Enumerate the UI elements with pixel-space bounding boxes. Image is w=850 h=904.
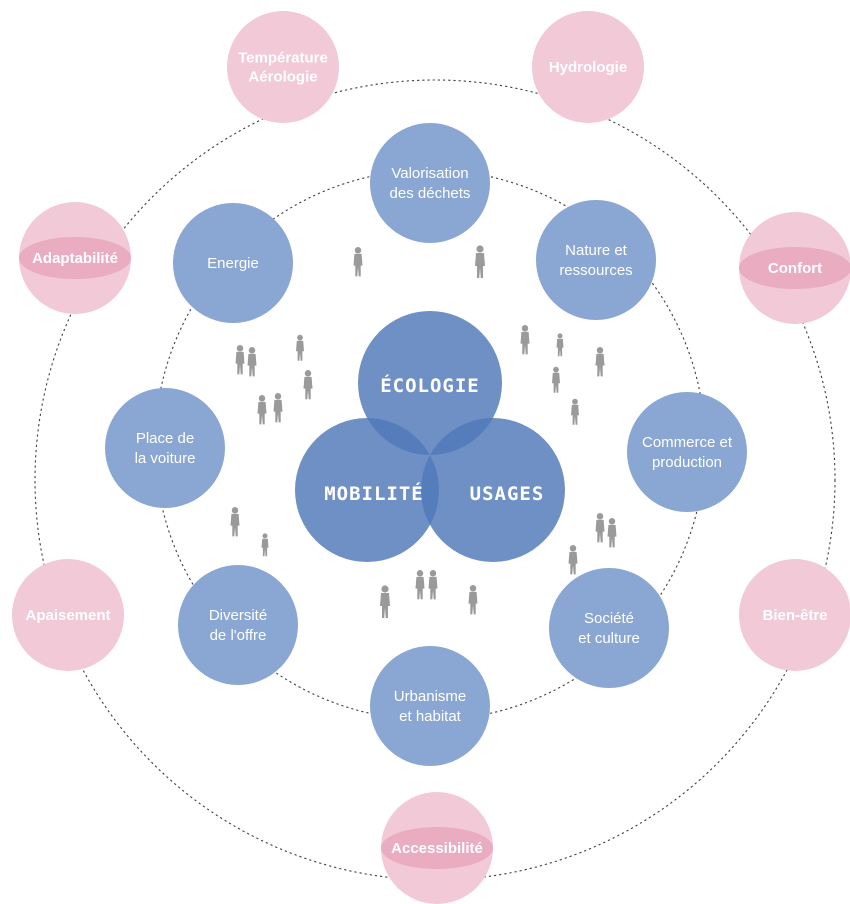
inner-node-label: la voiture <box>135 450 196 467</box>
outer-node: Apaisement <box>12 559 124 671</box>
person-silhouette <box>595 513 605 543</box>
outer-node-label: Adaptabilité <box>32 250 118 267</box>
inner-node-circle <box>627 392 747 512</box>
core-label-usages: USAGES <box>470 483 545 505</box>
person-silhouette <box>552 366 560 393</box>
outer-node: Adaptabilité <box>19 202 131 314</box>
inner-node-circle <box>178 565 298 685</box>
core-circle-usages <box>421 418 565 562</box>
inner-node-label: Commerce et <box>642 434 733 451</box>
outer-node: Bien-être <box>739 559 850 671</box>
core-venn: ÉCOLOGIE MOBILITÉ USAGES <box>295 311 565 562</box>
person-silhouette <box>296 334 304 361</box>
core-label-ecologie: ÉCOLOGIE <box>380 374 480 397</box>
outer-node: Confort <box>739 212 850 324</box>
inner-node: Diversité de l'offre <box>178 565 298 685</box>
inner-node-circle <box>105 388 225 508</box>
inner-node-circle <box>549 568 669 688</box>
inner-node-label: des déchets <box>390 185 471 202</box>
inner-node: Urbanisme et habitat <box>370 646 490 766</box>
inner-node-circle <box>173 203 293 323</box>
inner-node: Valorisation des déchets <box>370 123 490 243</box>
inner-node-label: production <box>652 454 722 471</box>
inner-node-label: de l'offre <box>210 627 267 644</box>
person-silhouette <box>415 570 425 600</box>
inner-node-circle <box>536 200 656 320</box>
core-label-mobilite: MOBILITÉ <box>324 482 424 505</box>
inner-node: Société et culture <box>549 568 669 688</box>
person-silhouette <box>235 345 245 375</box>
inner-node-circle <box>370 646 490 766</box>
person-silhouette <box>556 333 564 357</box>
person-silhouette <box>475 245 485 278</box>
person-silhouette <box>380 585 390 618</box>
people-silhouettes <box>230 245 617 618</box>
inner-node-label: Diversité <box>209 607 267 624</box>
outer-node-label: Confort <box>768 260 822 277</box>
person-silhouette <box>428 570 438 600</box>
outer-node-label: Apaisement <box>25 607 110 624</box>
inner-node: Commerce et production <box>627 392 747 512</box>
inner-node-label: Place de <box>136 430 194 447</box>
person-silhouette <box>595 347 605 377</box>
inner-node: Nature et ressources <box>536 200 656 320</box>
inner-node: Energie <box>173 203 293 323</box>
outer-node-label: Aérologie <box>248 69 317 86</box>
outer-node-label: Bien-être <box>762 607 827 624</box>
outer-node-band <box>739 247 850 289</box>
person-silhouette <box>230 507 240 537</box>
person-silhouette <box>303 370 313 400</box>
outer-node-circle <box>12 559 124 671</box>
core-circle-mobilite <box>295 418 439 562</box>
inner-node-circle <box>370 123 490 243</box>
outer-node-band <box>381 827 493 869</box>
outer-node-label: Température <box>238 50 328 67</box>
person-silhouette <box>247 347 257 377</box>
outer-node-circle <box>739 559 850 671</box>
inner-node-label: Energie <box>207 255 259 272</box>
inner-node-label: Société <box>584 610 634 627</box>
person-silhouette <box>257 395 267 425</box>
outer-node-band <box>19 237 131 279</box>
inner-node-label: et culture <box>578 630 640 647</box>
inner-node-label: ressources <box>559 262 632 279</box>
person-silhouette <box>468 585 478 615</box>
person-silhouette <box>607 518 617 548</box>
inner-node-label: Valorisation <box>391 165 468 182</box>
outer-ring-line <box>34 79 836 881</box>
outer-node-circle <box>227 11 339 123</box>
inner-node-label: et habitat <box>399 708 462 725</box>
outer-node-label: Accessibilité <box>391 840 483 857</box>
outer-node: Hydrologie <box>532 11 644 123</box>
person-silhouette <box>520 325 530 355</box>
person-silhouette <box>353 247 363 277</box>
person-silhouette <box>261 533 269 557</box>
person-silhouette <box>571 398 579 425</box>
outer-node-label: Hydrologie <box>549 59 627 76</box>
outer-node-circle <box>532 11 644 123</box>
person-silhouette <box>273 393 283 423</box>
inner-node-label: Urbanisme <box>394 688 467 705</box>
inner-node-label: Nature et <box>565 242 628 259</box>
person-silhouette <box>568 545 578 575</box>
outer-node: Accessibilité <box>381 792 493 904</box>
inner-node: Place de la voiture <box>105 388 225 508</box>
core-circle-ecologie <box>358 311 502 455</box>
